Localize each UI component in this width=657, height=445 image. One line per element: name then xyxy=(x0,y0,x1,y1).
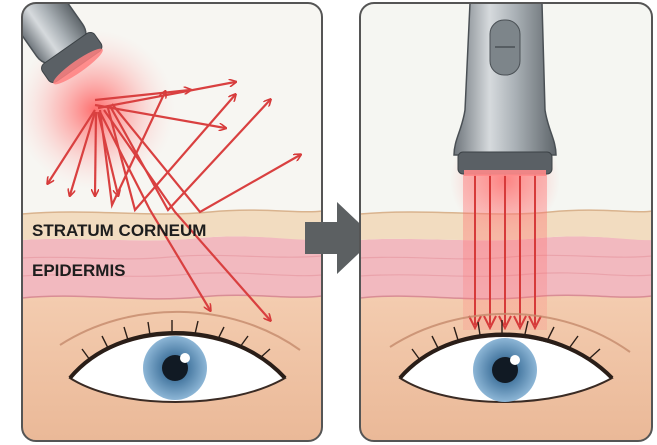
handheld-device-icon xyxy=(454,3,556,176)
left-panel: STRATUM CORNEUM EPIDERMIS xyxy=(0,0,322,445)
stratum-corneum-label: STRATUM CORNEUM xyxy=(32,221,206,240)
right-panel xyxy=(360,3,652,445)
epidermis-label: EPIDERMIS xyxy=(32,261,126,280)
